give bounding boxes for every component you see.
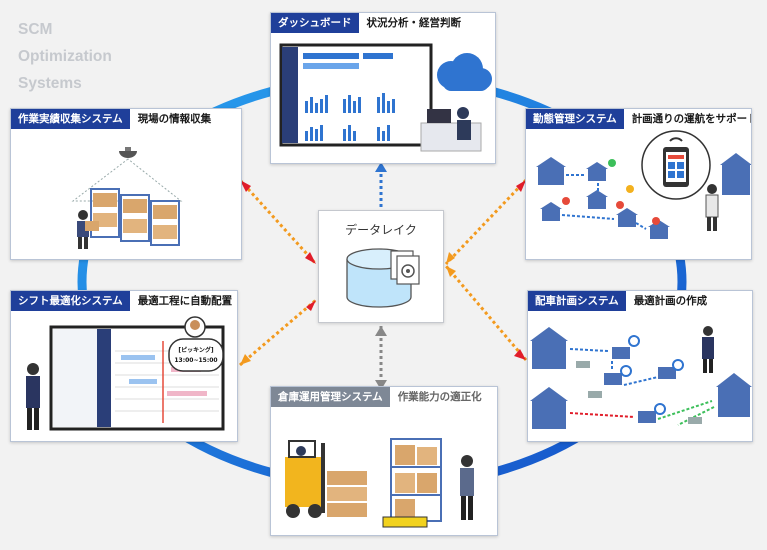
dashboard-illustration [279, 43, 492, 152]
store-icons [604, 347, 676, 423]
attendance-card: 勤態管理システム 計画通りの運航をサポート [525, 108, 752, 260]
shift-card: シフト最適化システム 最適工程に自動配置 [ピッキング [10, 290, 238, 442]
file-gear-icon [390, 250, 420, 285]
large-warehouse-icon [530, 327, 752, 429]
arrowhead [306, 300, 316, 311]
connector-attendance-lake [444, 178, 528, 266]
collect-tag: 作業実績収集システム [11, 109, 130, 129]
shift-sub: 最適工程に自動配置 [129, 291, 237, 311]
warehouse-sub: 作業能力の適正化 [389, 387, 490, 407]
status-alert-icon [562, 197, 570, 205]
arrowhead [446, 252, 455, 264]
shelf-rack [390, 438, 442, 522]
bubble-task: [ピッキング] [178, 346, 214, 354]
status-ok-icon [608, 159, 616, 167]
arrowhead [514, 349, 526, 360]
collect-header: 作業実績収集システム 現場の情報収集 [11, 109, 220, 129]
watermark-line1: SCM [18, 21, 53, 38]
shift-tag: シフト最適化システム [11, 291, 130, 311]
connector-dispatch-lake [444, 265, 528, 361]
dashboard-sub: 状況分析・経営判断 [358, 13, 469, 33]
warehouse-icons [536, 153, 751, 239]
person-with-phone [705, 184, 719, 231]
arrowhead [305, 252, 316, 264]
arrowhead [240, 354, 251, 365]
dashboard-header: ダッシュボード 状況分析・経営判断 [271, 13, 469, 33]
dashboard-card: ダッシュボード 状況分析・経営判断 [270, 12, 496, 164]
warehouse-tag: 倉庫運用管理システム [271, 387, 390, 407]
watermark-line3: Systems [18, 75, 82, 92]
collect-sub: 現場の情報収集 [129, 109, 220, 129]
worker-carrying-box [77, 210, 99, 249]
arrowhead [516, 180, 526, 192]
forklift-icon [285, 440, 325, 518]
scm-watermark: SCM Optimization Systems [18, 16, 112, 97]
clock-icons [620, 335, 684, 415]
dispatch-sub: 最適計画の作成 [625, 291, 716, 311]
ceiling-camera-icon [119, 147, 137, 158]
arrowhead [375, 162, 387, 172]
bubble-time: 13:00~15:00 [174, 357, 217, 364]
worker-with-scanner [460, 455, 474, 520]
arrowhead [240, 180, 251, 192]
connector-collect-lake [238, 178, 318, 266]
cloud-icon [437, 53, 492, 91]
collect-illustration [71, 147, 183, 249]
warehouse-illustration [285, 438, 474, 528]
analyst-at-desk [420, 107, 482, 152]
dispatch-tag: 配車計画システム [528, 291, 626, 311]
data-lake-card: データレイク [318, 210, 444, 323]
smartphone-bubble-icon [641, 130, 711, 200]
shift-illustration: [ピッキング] 13:00~15:00 [26, 316, 225, 431]
attendance-header: 勤態管理システム 計画通りの運航をサポート [526, 109, 751, 129]
arrowhead [375, 326, 387, 336]
pallet-boxes [327, 471, 367, 517]
planner-figure [702, 326, 714, 373]
status-warning-icon [626, 185, 634, 193]
shelf-boxes [90, 188, 180, 246]
dispatch-illustration [530, 326, 752, 429]
truck-icons [576, 361, 702, 424]
arrowhead [446, 266, 456, 277]
arrowhead [375, 380, 387, 390]
data-lake-title: データレイク [345, 223, 417, 237]
manager-figure [26, 363, 40, 430]
dispatch-card: 配車計画システム 最適計画の作成 [527, 290, 753, 442]
status-alert-icon [652, 217, 660, 225]
agv-robot-icon [382, 516, 428, 528]
dispatch-header: 配車計画システム 最適計画の作成 [528, 291, 716, 311]
collect-card: 作業実績収集システム 現場の情報収集 [10, 108, 242, 260]
watermark-line2: Optimization [18, 48, 112, 65]
database-cylinder-icon [346, 248, 420, 308]
shift-bubble: [ピッキング] 13:00~15:00 [168, 316, 224, 372]
attendance-illustration [536, 130, 751, 239]
shift-header: シフト最適化システム 最適工程に自動配置 [11, 291, 237, 311]
dashboard-tag: ダッシュボード [271, 13, 359, 33]
warehouse-card: 倉庫運用管理システム 作業能力の適正化 [270, 386, 498, 536]
attendance-tag: 勤態管理システム [526, 109, 624, 129]
warehouse-header: 倉庫運用管理システム 作業能力の適正化 [271, 387, 490, 407]
status-alert-icon [616, 201, 624, 209]
attendance-sub: 計画通りの運航をサポート [623, 109, 751, 129]
connector-shift-lake [239, 298, 317, 367]
